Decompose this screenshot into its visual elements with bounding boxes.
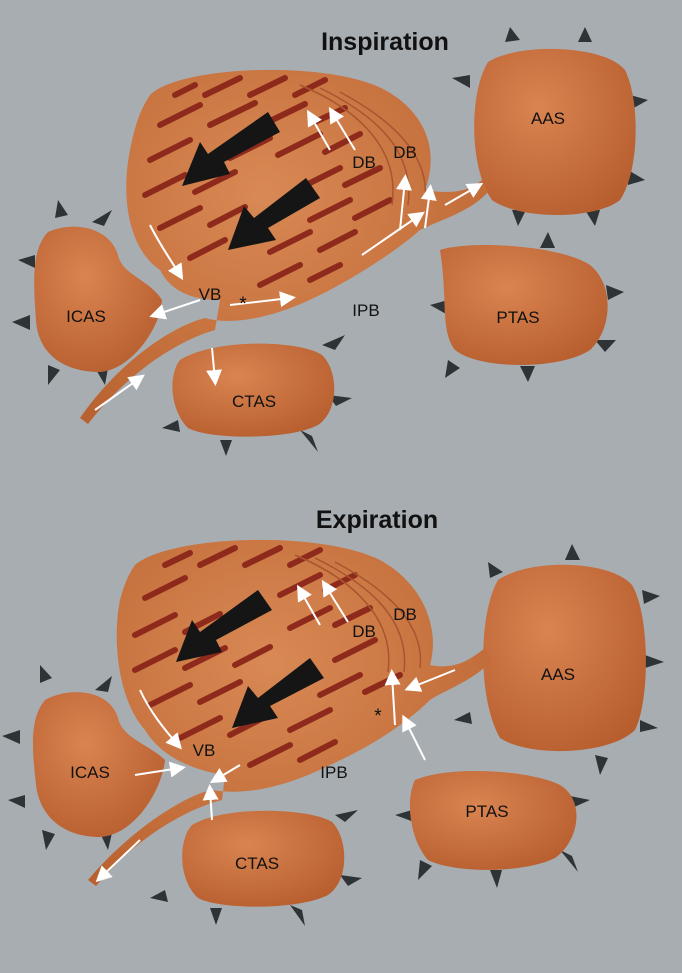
airflow-small-arrows (95, 579, 456, 883)
sac-spikes (2, 665, 112, 850)
lung: DB DB VB * (80, 69, 488, 424)
sac-spikes (452, 27, 648, 226)
ipb-label: IPB (352, 301, 379, 320)
sac-spikes (395, 796, 590, 888)
lung-parabronchi (132, 545, 403, 768)
ipb-label: IPB (320, 763, 347, 782)
db-label-1: DB (352, 153, 376, 172)
marker-asterisk: * (374, 706, 382, 727)
airflow-large-arrows (182, 112, 320, 250)
lung: DB DB VB * (88, 539, 492, 886)
ptas-air-sac: PTAS (430, 232, 624, 382)
icas-air-sac: ICAS (12, 200, 162, 385)
aas-air-sac: AAS (452, 27, 648, 226)
aas-label: AAS (531, 109, 565, 128)
aas-air-sac: AAS (454, 544, 664, 775)
vb-label: VB (199, 285, 222, 304)
icas-air-sac: ICAS (2, 665, 165, 850)
db-label-1: DB (352, 622, 376, 641)
icas-label: ICAS (70, 763, 110, 782)
expiration-panel: Expiration AAS PTAS (2, 506, 664, 926)
ptas-label: PTAS (465, 802, 508, 821)
ptas-label: PTAS (496, 308, 539, 327)
marker-asterisk: * (239, 294, 247, 315)
airflow-small-arrows (94, 106, 484, 411)
sac-spikes (12, 200, 112, 385)
sac-spikes (150, 810, 362, 926)
ctas-air-sac: CTAS (150, 810, 362, 926)
db-label-2: DB (393, 143, 417, 162)
sac-spikes (162, 335, 352, 456)
ctas-label: CTAS (232, 392, 276, 411)
dorsobronchi-curves (294, 554, 422, 673)
ptas-air-sac: PTAS (395, 770, 590, 888)
ctas-air-sac: CTAS (162, 335, 352, 456)
sac-spikes (454, 544, 664, 775)
sac-spikes (430, 232, 624, 382)
panel-title: Inspiration (321, 28, 449, 56)
panel-title: Expiration (316, 506, 438, 534)
aas-label: AAS (541, 665, 575, 684)
db-label-2: DB (393, 605, 417, 624)
airflow-large-arrows (176, 590, 324, 728)
icas-label: ICAS (66, 307, 106, 326)
vb-label: VB (193, 741, 216, 760)
ctas-label: CTAS (235, 854, 279, 873)
inspiration-panel: Inspiration AAS (12, 27, 648, 456)
